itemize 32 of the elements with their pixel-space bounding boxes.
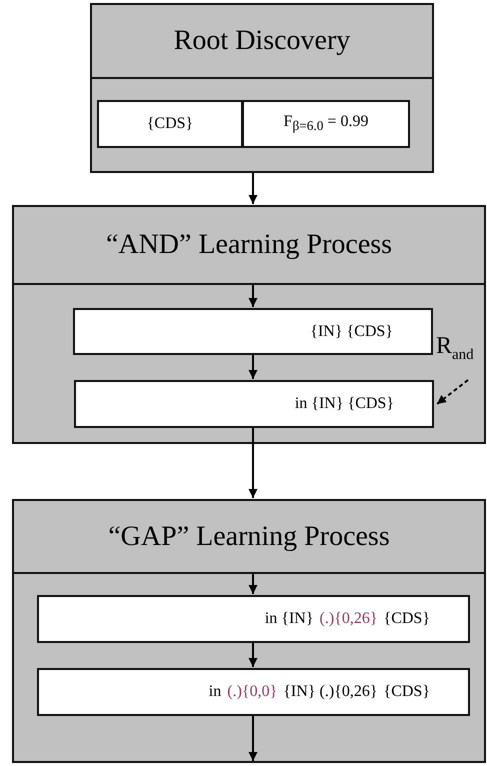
arrow [248,355,258,379]
arrow [248,173,258,204]
pattern-box [73,308,433,355]
process-panel [12,205,486,444]
arrow [436,379,469,405]
pattern-text: in {IN} {CDS} [294,395,394,413]
pattern-text: {IN} (.){0,26} [283,683,378,701]
rule-label: R$_{and}$ [436,334,474,363]
pattern-text: {CDS} [384,610,430,628]
arrow [248,643,258,667]
section-title: Root Discovery [174,25,350,57]
pattern-text: {CDS} [384,683,430,701]
pattern-box [37,595,470,643]
pattern-text: in [208,683,222,701]
pattern-box [74,380,434,428]
arrow [248,283,258,307]
cell-text: {CDS} [146,115,194,133]
result-cell [97,100,243,148]
result-cell [242,100,410,148]
pattern-text: in {IN} [264,610,314,628]
pattern-text: (.){0,0} [227,683,278,701]
process-panel [12,499,486,763]
arrow [248,572,258,594]
pattern-text: (.){0,26} [320,610,378,628]
pattern-text: {IN} {CDS} [310,322,393,340]
process-panel [90,3,434,173]
pattern-box [37,668,470,716]
section-title: “GAP” Learning Process [108,520,390,552]
cell-text: F$_{β=6.0}$ = 0.99 [284,113,368,135]
arrow [248,428,258,498]
section-title: “AND” Learning Process [106,229,392,261]
arrow [248,716,258,761]
